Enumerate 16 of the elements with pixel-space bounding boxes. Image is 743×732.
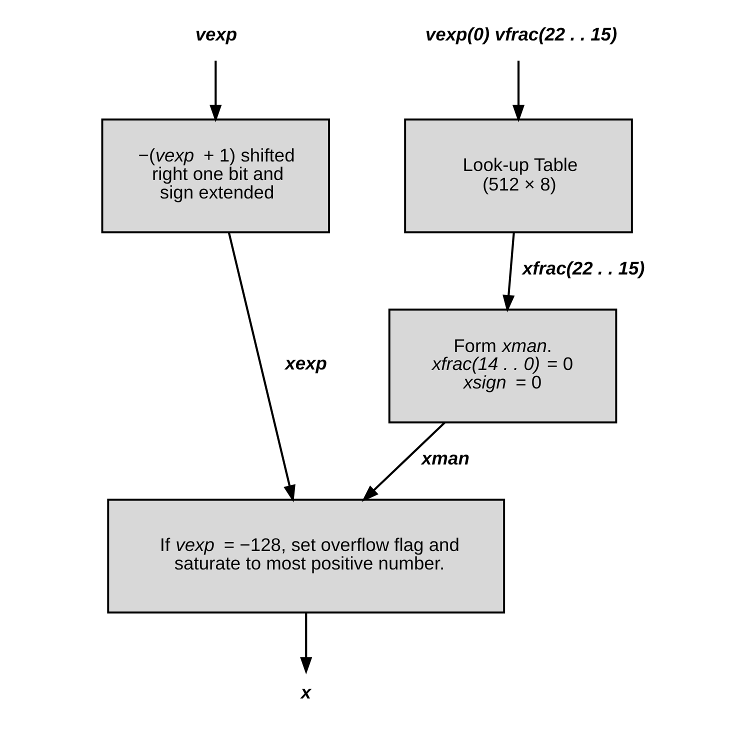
arrow [227, 232, 295, 502]
node-box: If vexp = −128, set overflow flag and saturate to most positive number. [106, 498, 505, 614]
edge-label: xman [420, 448, 469, 469]
edge-label: xexp [284, 352, 326, 374]
node-box: −(vexp + 1) shifted right one bit and sign extended [100, 118, 330, 234]
arrow [361, 422, 446, 502]
node-text: vexp [194, 23, 237, 44]
node-box: Look-up Table (512 × 8) [404, 118, 632, 234]
arrow [512, 60, 524, 122]
arrow [502, 232, 514, 312]
edge-label: xfrac(22 . . 15) [522, 257, 644, 278]
node-text: x [300, 682, 311, 703]
arrow [300, 612, 312, 674]
node-text: vexp(0) vfrac(22 . . 15) [424, 23, 617, 44]
arrow [209, 60, 222, 122]
node-box: Form xman. xfrac(14 . . 0) = 0 xsign = 0 [388, 308, 617, 424]
